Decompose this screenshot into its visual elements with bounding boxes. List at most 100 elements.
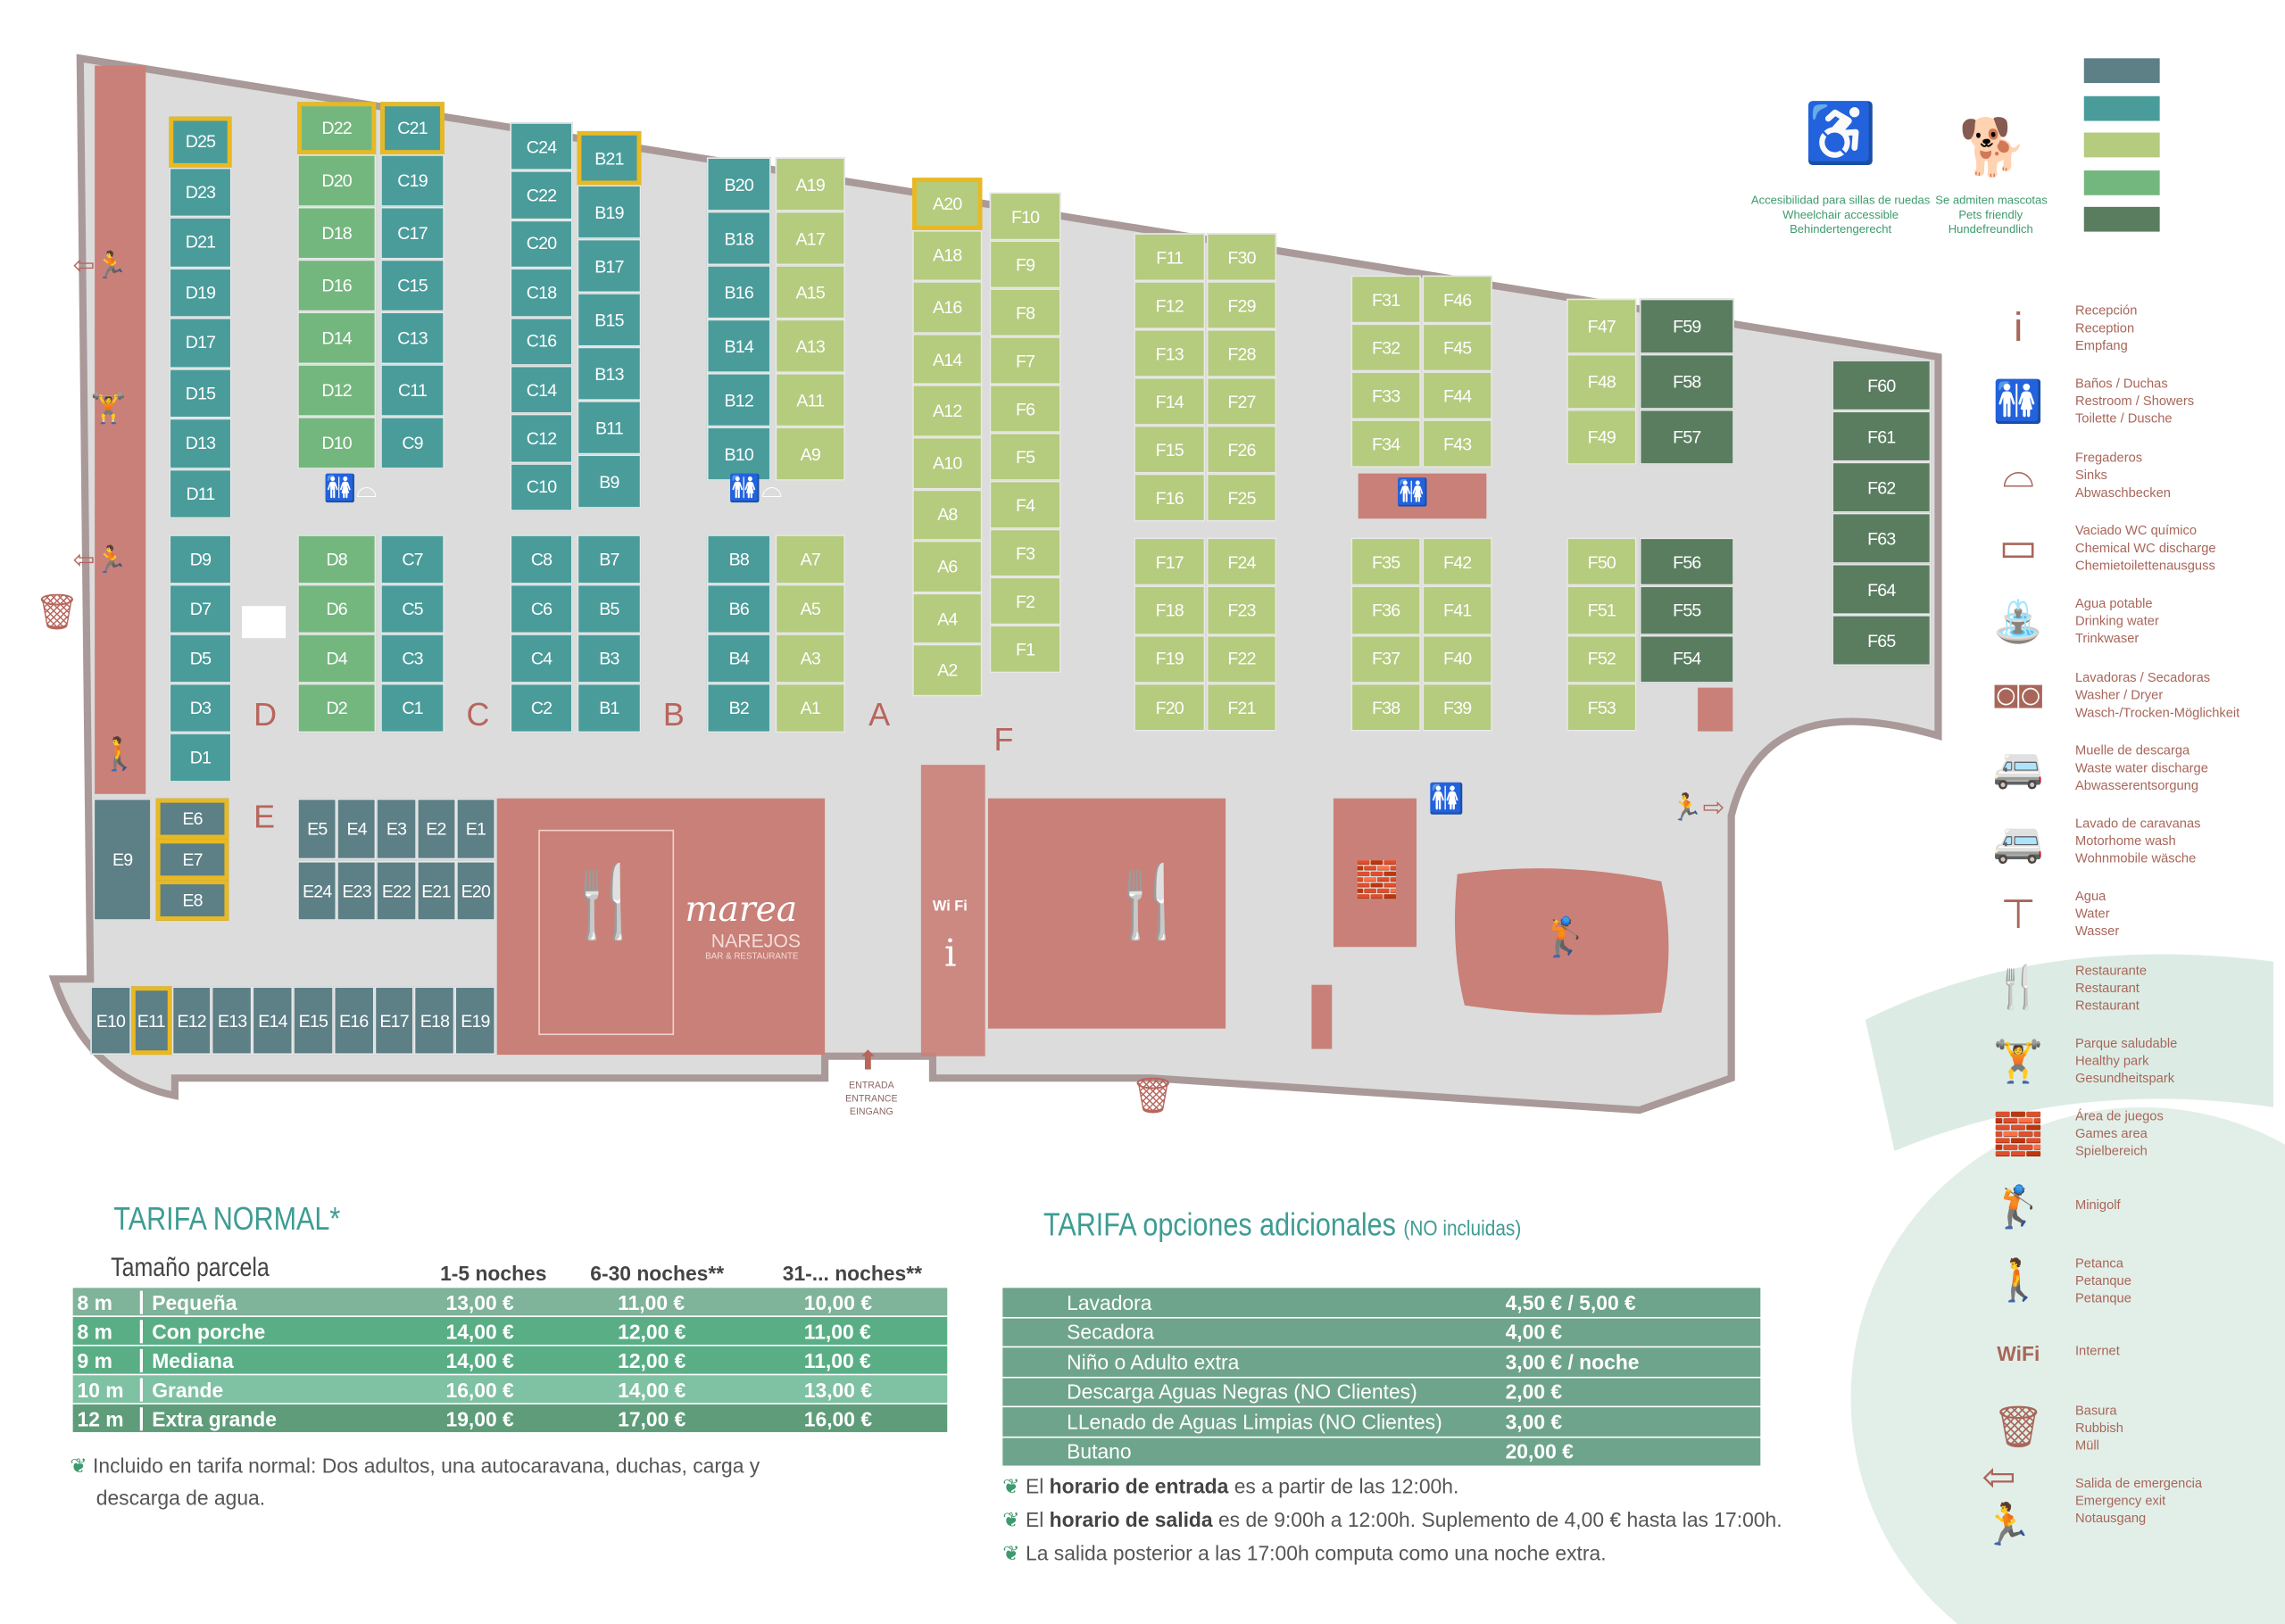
plot-f57[interactable]: F57 bbox=[1639, 409, 1734, 465]
plot-c12[interactable]: C12 bbox=[510, 414, 573, 463]
plot-f6[interactable]: F6 bbox=[989, 385, 1061, 433]
plot-a19[interactable]: A19 bbox=[775, 157, 845, 211]
plot-c9[interactable]: C9 bbox=[380, 416, 445, 469]
plot-d11[interactable]: D11 bbox=[169, 468, 232, 519]
plot-a14[interactable]: A14 bbox=[912, 333, 983, 385]
plot-c15[interactable]: C15 bbox=[380, 259, 445, 312]
plot-a1[interactable]: A1 bbox=[775, 683, 845, 733]
plot-d9[interactable]: D9 bbox=[169, 534, 232, 584]
plot-f45[interactable]: F45 bbox=[1422, 323, 1492, 372]
plot-f8[interactable]: F8 bbox=[989, 288, 1061, 337]
plot-f33[interactable]: F33 bbox=[1350, 371, 1421, 420]
plot-b5[interactable]: B5 bbox=[577, 584, 642, 634]
plot-e7[interactable]: E7 bbox=[155, 839, 229, 881]
plot-f36[interactable]: F36 bbox=[1350, 585, 1421, 635]
plot-e15[interactable]: E15 bbox=[293, 986, 334, 1056]
plot-e12[interactable]: E12 bbox=[170, 986, 212, 1056]
plot-e8[interactable]: E8 bbox=[155, 880, 229, 921]
plot-b19[interactable]: B19 bbox=[577, 185, 642, 239]
plot-e19[interactable]: E19 bbox=[454, 986, 496, 1056]
plot-d25[interactable]: D25 bbox=[169, 116, 232, 167]
plot-f10[interactable]: F10 bbox=[989, 192, 1061, 241]
plot-d4[interactable]: D4 bbox=[297, 634, 377, 684]
plot-e13[interactable]: E13 bbox=[212, 986, 253, 1056]
plot-e5[interactable]: E5 bbox=[297, 798, 337, 860]
plot-b10[interactable]: B10 bbox=[706, 427, 771, 481]
plot-f20[interactable]: F20 bbox=[1134, 683, 1206, 732]
plot-f54[interactable]: F54 bbox=[1639, 634, 1734, 684]
plot-f63[interactable]: F63 bbox=[1832, 512, 1932, 564]
plot-a18[interactable]: A18 bbox=[912, 229, 983, 282]
plot-b21[interactable]: B21 bbox=[577, 130, 642, 186]
plot-f50[interactable]: F50 bbox=[1566, 537, 1637, 586]
plot-f53[interactable]: F53 bbox=[1566, 683, 1637, 732]
plot-d16[interactable]: D16 bbox=[297, 259, 377, 312]
plot-a13[interactable]: A13 bbox=[775, 319, 845, 373]
plot-e21[interactable]: E21 bbox=[416, 860, 456, 921]
plot-d21[interactable]: D21 bbox=[169, 217, 232, 268]
plot-f38[interactable]: F38 bbox=[1350, 683, 1421, 732]
plot-a17[interactable]: A17 bbox=[775, 211, 845, 266]
plot-d17[interactable]: D17 bbox=[169, 317, 232, 369]
plot-b20[interactable]: B20 bbox=[706, 157, 771, 211]
plot-e17[interactable]: E17 bbox=[373, 986, 415, 1056]
plot-e11[interactable]: E11 bbox=[130, 986, 171, 1056]
plot-e24[interactable]: E24 bbox=[297, 860, 337, 921]
plot-f46[interactable]: F46 bbox=[1422, 275, 1492, 324]
plot-b17[interactable]: B17 bbox=[577, 238, 642, 294]
plot-f35[interactable]: F35 bbox=[1350, 537, 1421, 586]
plot-a11[interactable]: A11 bbox=[775, 372, 845, 427]
plot-c17[interactable]: C17 bbox=[380, 206, 445, 260]
plot-f48[interactable]: F48 bbox=[1566, 353, 1637, 410]
plot-f30[interactable]: F30 bbox=[1206, 233, 1277, 282]
plot-f2[interactable]: F2 bbox=[989, 576, 1061, 626]
plot-f27[interactable]: F27 bbox=[1206, 377, 1277, 426]
plot-b3[interactable]: B3 bbox=[577, 634, 642, 684]
plot-a6[interactable]: A6 bbox=[912, 541, 983, 593]
plot-a7[interactable]: A7 bbox=[775, 534, 845, 584]
plot-e1[interactable]: E1 bbox=[455, 798, 496, 860]
plot-a9[interactable]: A9 bbox=[775, 427, 845, 481]
plot-c5[interactable]: C5 bbox=[380, 584, 445, 634]
plot-e23[interactable]: E23 bbox=[337, 860, 377, 921]
plot-f23[interactable]: F23 bbox=[1206, 585, 1277, 635]
plot-b15[interactable]: B15 bbox=[577, 293, 642, 347]
plot-d7[interactable]: D7 bbox=[169, 584, 232, 634]
plot-f26[interactable]: F26 bbox=[1206, 425, 1277, 474]
plot-f37[interactable]: F37 bbox=[1350, 634, 1421, 684]
plot-f58[interactable]: F58 bbox=[1639, 353, 1734, 410]
plot-d10[interactable]: D10 bbox=[297, 416, 377, 469]
plot-c19[interactable]: C19 bbox=[380, 154, 445, 207]
plot-e14[interactable]: E14 bbox=[252, 986, 294, 1056]
plot-f19[interactable]: F19 bbox=[1134, 634, 1206, 684]
plot-a3[interactable]: A3 bbox=[775, 634, 845, 684]
plot-c2[interactable]: C2 bbox=[510, 683, 573, 733]
plot-d3[interactable]: D3 bbox=[169, 683, 232, 733]
plot-f31[interactable]: F31 bbox=[1350, 275, 1421, 324]
plot-a20[interactable]: A20 bbox=[912, 178, 983, 230]
plot-b12[interactable]: B12 bbox=[706, 372, 771, 427]
plot-d5[interactable]: D5 bbox=[169, 634, 232, 684]
plot-c3[interactable]: C3 bbox=[380, 634, 445, 684]
plot-f51[interactable]: F51 bbox=[1566, 585, 1637, 635]
plot-e16[interactable]: E16 bbox=[333, 986, 374, 1056]
plot-b9[interactable]: B9 bbox=[577, 454, 642, 509]
plot-f44[interactable]: F44 bbox=[1422, 371, 1492, 420]
plot-e4[interactable]: E4 bbox=[337, 798, 377, 860]
plot-c14[interactable]: C14 bbox=[510, 365, 573, 415]
plot-c20[interactable]: C20 bbox=[510, 220, 573, 269]
plot-c6[interactable]: C6 bbox=[510, 584, 573, 634]
plot-c11[interactable]: C11 bbox=[380, 364, 445, 417]
plot-a5[interactable]: A5 bbox=[775, 584, 845, 634]
plot-f24[interactable]: F24 bbox=[1206, 537, 1277, 586]
plot-f34[interactable]: F34 bbox=[1350, 419, 1421, 468]
plot-f41[interactable]: F41 bbox=[1422, 585, 1492, 635]
plot-e2[interactable]: E2 bbox=[416, 798, 456, 860]
plot-f43[interactable]: F43 bbox=[1422, 419, 1492, 468]
plot-f16[interactable]: F16 bbox=[1134, 473, 1206, 522]
plot-f22[interactable]: F22 bbox=[1206, 634, 1277, 684]
plot-f13[interactable]: F13 bbox=[1134, 328, 1206, 377]
plot-f11[interactable]: F11 bbox=[1134, 233, 1206, 282]
plot-f21[interactable]: F21 bbox=[1206, 683, 1277, 732]
plot-d14[interactable]: D14 bbox=[297, 311, 377, 365]
